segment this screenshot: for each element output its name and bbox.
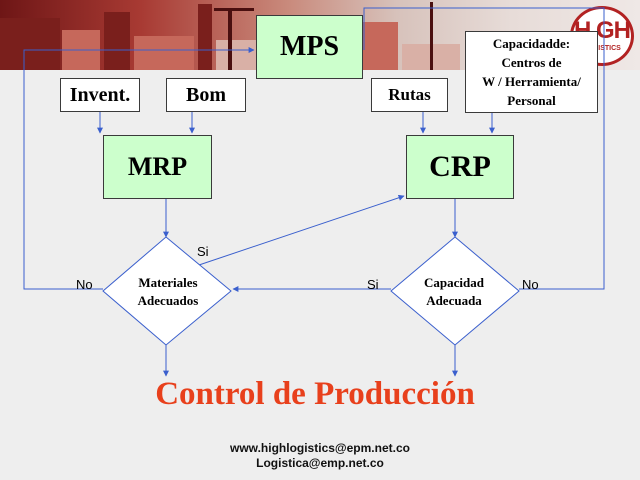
mrp-box: MRP [103,135,212,199]
capacidad-line: Capacidadde: [492,36,571,51]
materiales-decision-line: Materiales [138,275,198,290]
footer-website[interactable]: www.highlogistics@epm.net.co [230,441,410,455]
edge-label-materiales-si: Si [197,244,209,259]
materiales-decision-label: Materiales Adecuados [118,274,218,310]
rutas-box: Rutas [371,78,448,112]
banner-building [216,40,256,70]
crp-box: CRP [406,135,514,199]
banner-building [198,4,212,70]
edge-label-capacidad-no: No [522,277,539,292]
capacidad-decision-label: Capacidad Adecuada [404,274,504,310]
footer-email[interactable]: Logistica@emp.net.co [256,456,384,470]
inventario-box: Invent. [60,78,140,112]
banner-crane [228,8,232,70]
capacidad-line: Personal [507,93,556,108]
banner-building [104,12,130,70]
footer-contact: www.highlogistics@epm.net.co Logistica@e… [0,441,640,471]
capacidad-decision-line: Capacidad [424,275,484,290]
capacidad-decision-diamond [390,236,520,346]
edge-label-capacidad-si: Si [367,277,379,292]
capacidad-decision-line: Adecuada [426,293,482,308]
control-de-produccion-title: Control de Producción [155,376,475,412]
arrow-capacidad-no-to-mps [363,7,605,290]
capacidad-line: W / Herramienta/ [482,74,581,89]
materiales-decision-line: Adecuados [137,293,199,308]
capacidad-box: Capacidadde: Centros de W / Herramienta/… [465,31,598,113]
materiales-decision-diamond [102,236,232,346]
edge-label-materiales-no: No [76,277,93,292]
bom-box: Bom [166,78,246,112]
arrow-materiales-si-to-crp [195,194,405,267]
logo-subtitle: LOGISTICS [583,45,621,52]
arrow-materiales-no-to-mps [23,47,255,290]
banner-crane [214,8,254,11]
mps-box: MPS [256,15,363,79]
banner-building [0,18,60,70]
capacidad-line: Centros de [501,55,562,70]
banner-building [362,22,398,70]
banner-building [134,36,194,70]
banner-crane [430,2,433,70]
